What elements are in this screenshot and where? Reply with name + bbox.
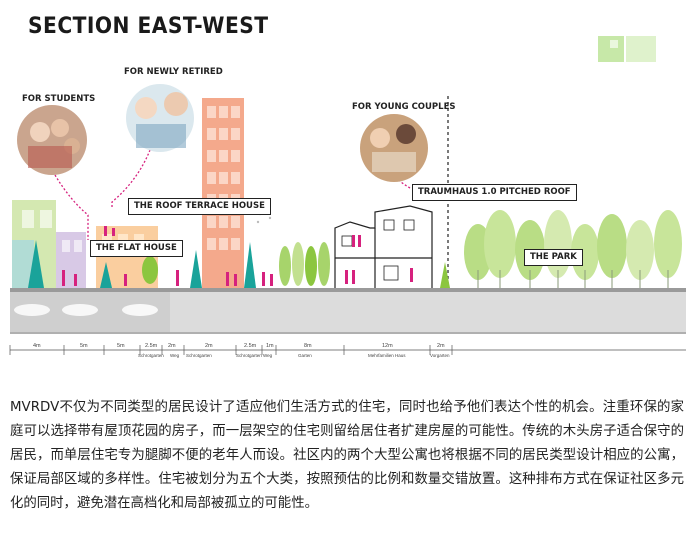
ground-section	[10, 288, 686, 334]
couples-photo	[360, 114, 428, 182]
street-label: Weg	[170, 353, 180, 358]
label-park: THE PARK	[524, 249, 583, 266]
traumhaus-building	[334, 205, 433, 288]
dim-label: 1m	[266, 343, 274, 349]
dim-label: 8m	[304, 343, 312, 349]
persona-couples: FOR YOUNG COUPLES	[352, 102, 456, 112]
corner-logo	[598, 36, 656, 62]
dim-label: 12m	[382, 343, 393, 349]
dim-label: 5m	[117, 343, 125, 349]
street-label: Vorgarten	[430, 353, 450, 358]
retired-photo	[126, 84, 194, 152]
dim-label: 4m	[33, 343, 41, 349]
ground-people	[62, 226, 273, 286]
street-label: Schrotgarten	[138, 353, 164, 358]
dim-label: 2m	[205, 343, 213, 349]
persona-retired: FOR NEWLY RETIRED	[124, 67, 223, 77]
dim-label: 5m	[80, 343, 88, 349]
description-paragraph: MVRDV不仅为不同类型的居民设计了适应他们生活方式的住宅，同时也给予他们表达个…	[10, 400, 684, 511]
dim-label: 2.5m	[145, 343, 158, 349]
street-label: Garten	[298, 353, 312, 358]
label-flat-house: THE FLAT HOUSE	[90, 240, 183, 257]
street-label: Schrotgarten	[186, 353, 212, 358]
dim-label: 2m	[168, 343, 176, 349]
dim-label: 2m	[437, 343, 445, 349]
street-label: Schrotgarten Weg	[236, 353, 273, 358]
street-label: Mehrfamilien Haus	[368, 353, 406, 358]
traumhaus-people	[345, 235, 413, 284]
students-photo	[17, 105, 87, 175]
label-traumhaus: TRAUMHAUS 1.0 PITCHED ROOF	[412, 184, 577, 201]
label-roof-terrace-house: THE ROOF TERRACE HOUSE	[128, 198, 271, 215]
dim-label: 2.5m	[244, 343, 257, 349]
diagram-title: SECTION EAST-WEST	[28, 14, 269, 39]
leader-lines	[54, 149, 411, 240]
section-diagram: SECTION EAST-WEST FOR STUDENTS FOR NEWLY…	[9, 14, 686, 358]
persona-students: FOR STUDENTS	[22, 94, 96, 104]
retired-tower	[202, 98, 244, 288]
dimension-line	[9, 345, 686, 355]
section-drawing	[9, 36, 686, 355]
street-trees	[28, 240, 450, 288]
